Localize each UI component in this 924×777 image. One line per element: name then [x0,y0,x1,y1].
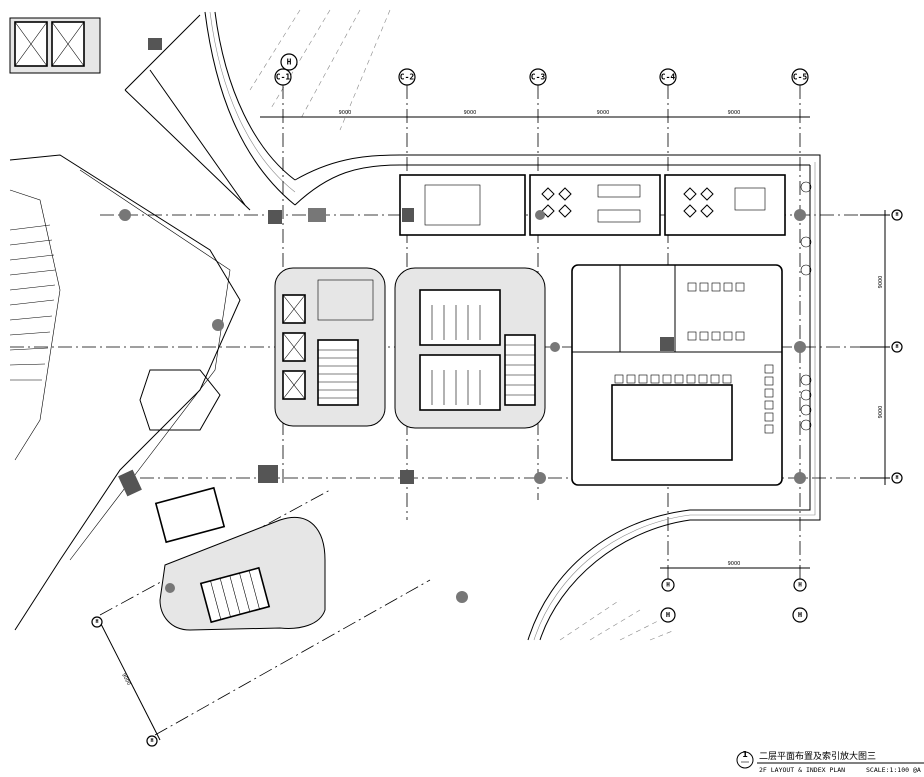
dim-top-2: 9000 [464,110,477,116]
west-core [274,267,386,427]
dim-diagonal-1: 9000 [120,673,131,687]
grid-bubble-c2: C-2 [400,73,415,82]
drawing-title-block: 1 二层平面布置及索引放大图三 2F LAYOUT & INDEX PLAN S… [736,750,924,774]
structural-columns [119,208,806,603]
curved-facade-top [124,9,821,211]
dim-top-1: 9000 [339,110,352,116]
north-offices [399,174,786,236]
title-chinese: 二层平面布置及索引放大图三 [759,750,876,762]
east-meeting-rooms [571,264,783,486]
title-english: 2F LAYOUT & INDEX PLAN [759,766,845,774]
dim-top-3: 9000 [597,110,610,116]
grid-bubble-c1: C-1 [276,73,291,82]
grid-bubble-c3: C-3 [531,73,546,82]
top-left-lift [9,17,162,74]
grid-bubble-bottom-3: H [666,611,670,619]
grid-bubble-c5: C-5 [793,73,808,82]
grid-bubble-bottom-4: H [798,611,802,619]
grid-bubble-bottom-2: H [798,582,802,589]
drawing-scale: SCALE:1:100 @A [866,766,921,774]
dimension-lines: 9000 9000 9000 9000 9000 9000 9000 9000 … [99,110,890,741]
title-number: 1 [742,750,748,759]
central-core [394,267,546,429]
dim-right-2: 9000 [878,406,884,419]
curved-facade-bottom [527,160,821,641]
southwest-stair-tower [118,469,326,631]
grid-bubble-c4: C-4 [661,73,676,82]
grid-bubble-right-1: H [895,212,898,218]
left-roof-outline [9,154,241,631]
grid-bubble-right-3: H [895,475,898,481]
dim-bottom-1: 9000 [728,561,741,567]
grid-bubble-upper: H [287,58,292,67]
dim-right-1: 9000 [878,276,884,289]
grid-bubbles: H C-1 C-2 C-3 C-4 C-5 H H H H H H H H H [91,53,903,747]
grid-bubble-diagonal-2: H [150,738,153,744]
grid-bubble-diagonal-1: H [95,619,98,625]
grid-bubble-bottom-1: H [666,582,670,589]
dim-top-4: 9000 [728,110,741,116]
grid-bubble-right-2: H [895,344,898,350]
